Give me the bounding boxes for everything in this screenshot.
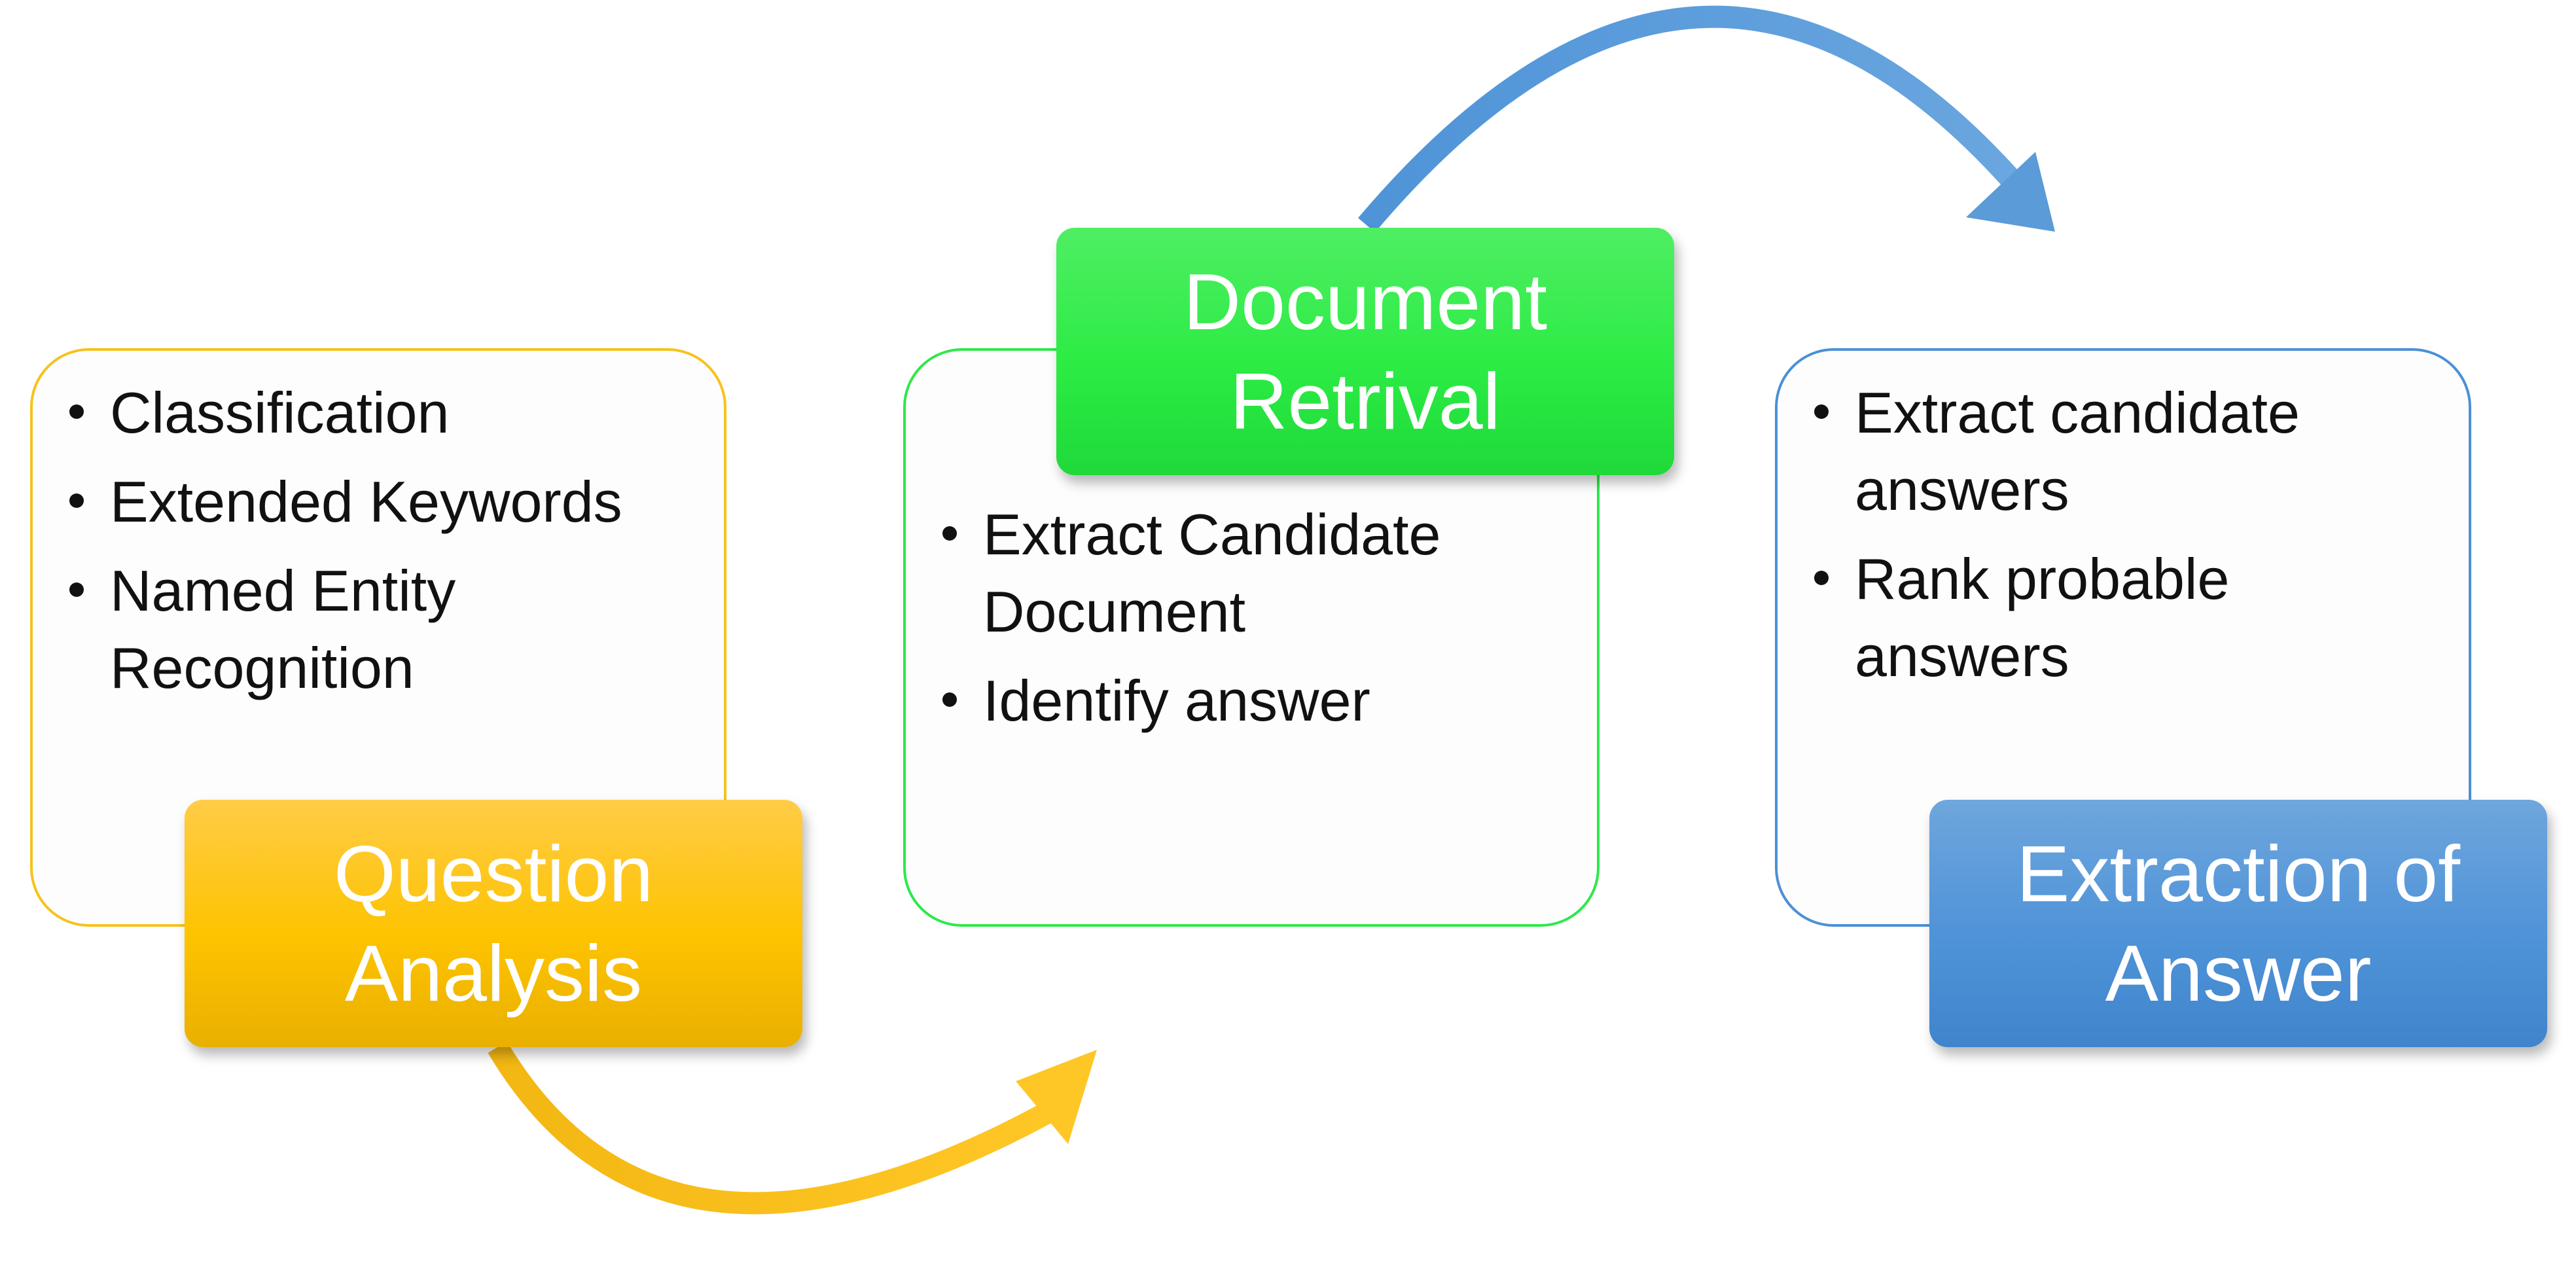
extraction-of-answer-label: Extraction of Answer — [1929, 800, 2547, 1047]
document-retrieval-label: Document Retrival — [1056, 228, 1674, 475]
question-analysis-label: Question Analysis — [185, 800, 802, 1047]
arrow-head-analysis-to-retrieval — [1016, 1050, 1097, 1144]
analysis-bullet-list: Classification Extended Keywords Named E… — [63, 374, 704, 719]
arrow-analysis-to-retrieval — [488, 1041, 1053, 1215]
bullet-item: Identify answer — [936, 662, 1577, 740]
bullet-item: Extended Keywords — [63, 463, 704, 541]
bullet-item: Classification — [63, 374, 704, 452]
arrow-head-retrieval-to-extraction — [1966, 152, 2055, 232]
arrow-retrieval-to-extraction — [1358, 5, 2024, 232]
